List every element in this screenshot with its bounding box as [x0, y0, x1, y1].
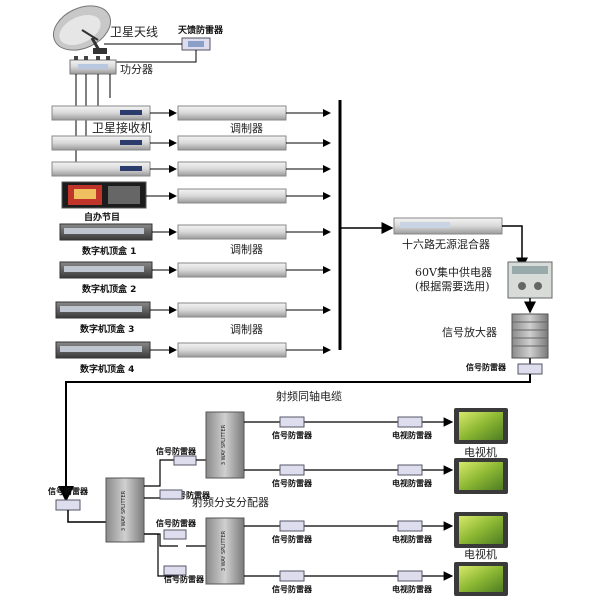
surge-to-main-splitter-line [67, 510, 106, 523]
rf-splitter-label: 射频分支分配器 [192, 495, 269, 509]
main-splitter-out-lines [144, 459, 178, 577]
stb-4-label: 数字机顶盒 4 [80, 363, 134, 375]
satellite-receiver-label: 卫星接收机 [92, 120, 152, 135]
tv-1-label: 电视机 [464, 445, 497, 459]
power-splitter-label: 功分器 [120, 63, 153, 76]
surge-amp-icon [517, 363, 543, 375]
surge-out-1-icon [279, 416, 305, 428]
set-top-box-4 [55, 341, 151, 359]
surge-split-bottom-in-label: 信号防雷器 [156, 518, 197, 528]
surge-to-splitter-line [84, 50, 197, 63]
trunk-feed-line [58, 374, 531, 502]
stb-2-label: 数字机顶盒 2 [82, 283, 136, 295]
main-splitter-text: 3 WAY SPLITTER [121, 490, 127, 531]
satellite-receiver-3 [51, 161, 151, 177]
tv-surge-1-label: 电视防雷器 [392, 430, 433, 440]
rf-cable-label: 射频同轴电缆 [276, 389, 342, 403]
surge-split-top-mid-icon [159, 489, 183, 500]
surge-left-label: 信号防雷器 [48, 486, 89, 496]
surge-split-top-in-label: 信号防雷器 [156, 446, 197, 456]
lower-splitter-text: 3 WAY SPLITTER [221, 530, 227, 571]
tv-1-icon [454, 408, 508, 444]
modulator-label-2: 调制器 [230, 243, 263, 256]
sixteen-way-mixer [393, 217, 503, 235]
feed-surge-protector-label: 天馈防雷器 [178, 24, 224, 36]
surge-split-top-mid-label: 信号防雷器 [170, 490, 211, 500]
signal-amplifier-icon [511, 313, 549, 359]
surge-left-icon [55, 499, 81, 511]
surge-out-2-label: 信号防雷器 [272, 478, 313, 488]
tv-surge-1-icon [397, 416, 423, 428]
modulator-to-bus-arrows [286, 109, 331, 354]
main-splitter-icon: 3 WAY SPLITTER [105, 477, 145, 543]
surge-out-2-icon [279, 464, 305, 476]
surge-split-bottom-mid-label: 信号防雷器 [164, 574, 205, 584]
tv-surge-3-icon [397, 520, 423, 532]
surge-out-3-label: 信号防雷器 [272, 534, 313, 544]
power-supply-label-2: (根据需要选用) [415, 279, 490, 293]
power-splitter-icon [69, 56, 117, 75]
mixer-label: 十六路无源混合器 [402, 237, 490, 251]
set-top-box-3 [55, 301, 151, 319]
surge-split-bottom-mid-icon [163, 565, 187, 576]
satellite-receiver-1 [51, 105, 151, 121]
surge-out-1-label: 信号防雷器 [272, 430, 313, 440]
modulator-label-1: 调制器 [230, 122, 263, 135]
modulator-label-3: 调制器 [230, 323, 263, 336]
surge-amp-label: 信号防雷器 [466, 362, 507, 372]
source-to-modulator-arrows [146, 109, 177, 354]
tv-surge-2-label: 电视防雷器 [392, 478, 433, 488]
own-programs-computer-icon [61, 181, 147, 209]
own-programs-label: 自办节目 [84, 211, 120, 223]
surge-out-3-icon [279, 520, 305, 532]
satellite-dish-icon [53, 5, 111, 54]
lower-splitter-icon: 3 WAY SPLITTER [205, 517, 245, 585]
modulator-stack [177, 105, 287, 358]
tv-surge-4-label: 电视防雷器 [392, 584, 433, 594]
set-top-box-2 [59, 261, 153, 279]
feed-surge-protector-window [188, 41, 204, 47]
set-top-box-1 [59, 223, 153, 241]
tv-2-label: 电视机 [464, 547, 497, 561]
amplifier-label: 信号放大器 [442, 325, 497, 339]
satellite-receiver-2 [51, 135, 151, 151]
surge-out-4-label: 信号防雷器 [272, 584, 313, 594]
tv-surge-2-icon [397, 464, 423, 476]
tv-surge-3-label: 电视防雷器 [392, 534, 433, 544]
surge-split-top-in-icon [173, 455, 197, 466]
surge-split-bottom-in-icon [163, 529, 187, 540]
power-supply-label-1: 60V集中供电器 [415, 265, 492, 279]
satellite-antenna-label: 卫星天线 [110, 25, 158, 39]
surge-out-4-icon [279, 570, 305, 582]
stb-1-label: 数字机顶盒 1 [82, 245, 136, 257]
tv-4-icon [454, 562, 508, 596]
power-supply-unit-icon [507, 261, 553, 299]
output-lines [244, 417, 454, 581]
upper-splitter-icon: 3 WAY SPLITTER [205, 411, 245, 479]
tv-2-icon [454, 458, 508, 494]
stb-3-label: 数字机顶盒 3 [80, 323, 134, 335]
tv-3-icon [454, 512, 508, 548]
mixer-to-power-arrow [502, 225, 528, 270]
upper-splitter-text: 3 WAY SPLITTER [221, 424, 227, 465]
tv-surge-4-icon [397, 570, 423, 582]
